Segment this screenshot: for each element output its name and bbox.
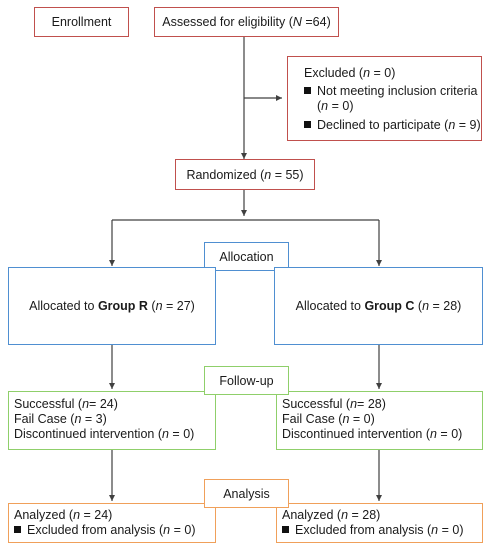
followup-right-successful: Successful (n= 28) [282, 397, 386, 411]
followup-label: Follow-up [219, 373, 274, 388]
group-r-box: Allocated to Group R (n = 27) [8, 267, 216, 345]
analysis-right-box: Analyzed (n = 28) Excluded from analysis… [276, 503, 483, 543]
bullet-icon [304, 121, 311, 128]
excluded-title: Excluded (n = 0) [304, 66, 396, 80]
analysis-label: Analysis [223, 486, 270, 501]
bullet-icon [304, 87, 311, 94]
followup-right-discontinued: Discontinued intervention (n = 0) [282, 427, 463, 441]
followup-right-fail: Fail Case (n = 0) [282, 412, 375, 426]
enrollment-label-box: Enrollment [34, 7, 129, 37]
analysis-right-excluded: Excluded from analysis (n = 0) [282, 523, 482, 538]
excluded-box: Excluded (n = 0) Not meeting inclusion c… [287, 56, 482, 141]
assessed-text: Assessed for eligibility (N =64) [162, 15, 331, 29]
followup-left-fail: Fail Case (n = 3) [14, 412, 107, 426]
analysis-left-analyzed: Analyzed (n = 24) [14, 508, 113, 522]
randomized-box: Randomized (n = 55) [175, 159, 315, 190]
bullet-icon [14, 526, 21, 533]
randomized-text: Randomized (n = 55) [186, 167, 304, 182]
analysis-left-excluded: Excluded from analysis (n = 0) [14, 523, 215, 538]
analysis-left-box: Analyzed (n = 24) Excluded from analysis… [8, 503, 216, 543]
analysis-right-analyzed: Analyzed (n = 28) [282, 508, 381, 522]
allocation-label: Allocation [219, 249, 274, 264]
followup-left-discontinued: Discontinued intervention (n = 0) [14, 427, 195, 441]
excluded-item-not-meeting: Not meeting inclusion criteria [304, 84, 481, 99]
group-r-text: Allocated to Group R (n = 27) [29, 299, 195, 313]
followup-label-box: Follow-up [204, 366, 289, 395]
followup-right-box: Successful (n= 28) Fail Case (n = 0) Dis… [276, 391, 483, 450]
allocation-label-box: Allocation [204, 242, 289, 271]
excluded-item-not-meeting-count: (n = 0) [317, 99, 354, 113]
enrollment-label: Enrollment [51, 15, 112, 29]
group-c-box: Allocated to Group C (n = 28) [274, 267, 483, 345]
bullet-icon [282, 526, 289, 533]
followup-left-box: Successful (n= 24) Fail Case (n = 3) Dis… [8, 391, 216, 450]
assessed-box: Assessed for eligibility (N =64) [154, 7, 339, 37]
excluded-item-declined: Declined to participate (n = 9) [304, 118, 481, 133]
group-c-text: Allocated to Group C (n = 28) [295, 299, 462, 313]
analysis-label-box: Analysis [204, 479, 289, 508]
followup-left-successful: Successful (n= 24) [14, 397, 118, 411]
